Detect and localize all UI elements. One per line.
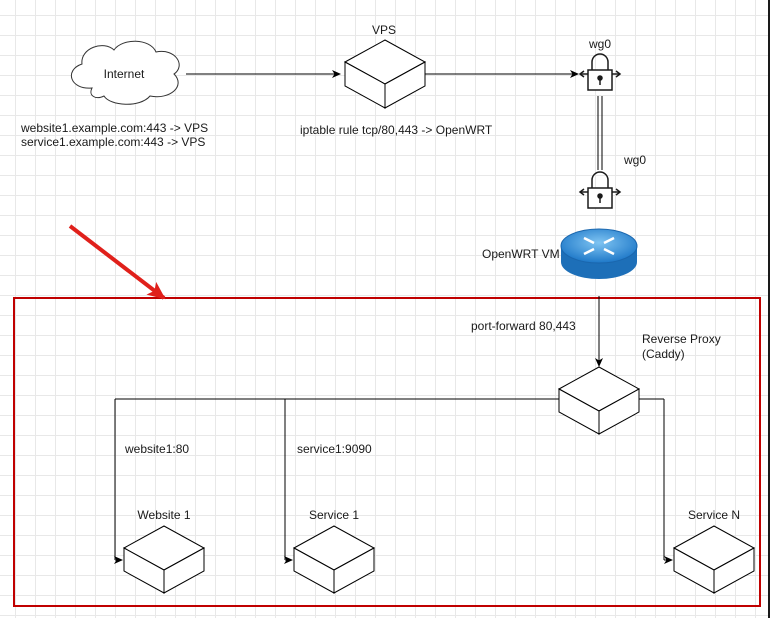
website1-port-label: website1:80 xyxy=(124,442,189,456)
serviceN-label: Service N xyxy=(688,508,740,522)
annotation-arrow xyxy=(68,224,166,300)
internet-cloud[interactable] xyxy=(70,40,180,105)
iptable-rule-label: iptable rule tcp/80,443 -> OpenWRT xyxy=(300,123,493,137)
website1-label: Website 1 xyxy=(137,508,190,522)
vps-node[interactable] xyxy=(343,39,427,109)
service1-node[interactable] xyxy=(292,525,376,594)
window-right-edge xyxy=(768,0,770,618)
wg0-bottom-lock-icon[interactable] xyxy=(578,171,622,209)
vps-label: VPS xyxy=(372,23,396,37)
wg0-top-label: wg0 xyxy=(588,37,611,51)
reverse-proxy-sublabel: (Caddy) xyxy=(642,347,685,361)
openwrt-label: OpenWRT VM xyxy=(482,247,560,261)
internet-label: Internet xyxy=(104,67,145,81)
dns-label-website1: website1.example.com:443 -> VPS xyxy=(20,121,208,135)
reverse-proxy-node[interactable] xyxy=(557,366,641,435)
service1-port-label: service1:9090 xyxy=(297,442,372,456)
reverse-proxy-label: Reverse Proxy xyxy=(642,332,721,346)
highlight-box xyxy=(13,297,761,607)
wg0-top-lock-icon[interactable] xyxy=(578,53,622,91)
service1-label: Service 1 xyxy=(309,508,359,522)
serviceN-node[interactable] xyxy=(672,525,756,594)
dns-label-service1: service1.example.com:443 -> VPS xyxy=(21,135,205,149)
website1-node[interactable] xyxy=(122,525,206,594)
port-forward-label: port-forward 80,443 xyxy=(471,319,576,333)
wg0-bottom-label: wg0 xyxy=(623,153,646,167)
openwrt-router-icon[interactable] xyxy=(560,228,638,279)
